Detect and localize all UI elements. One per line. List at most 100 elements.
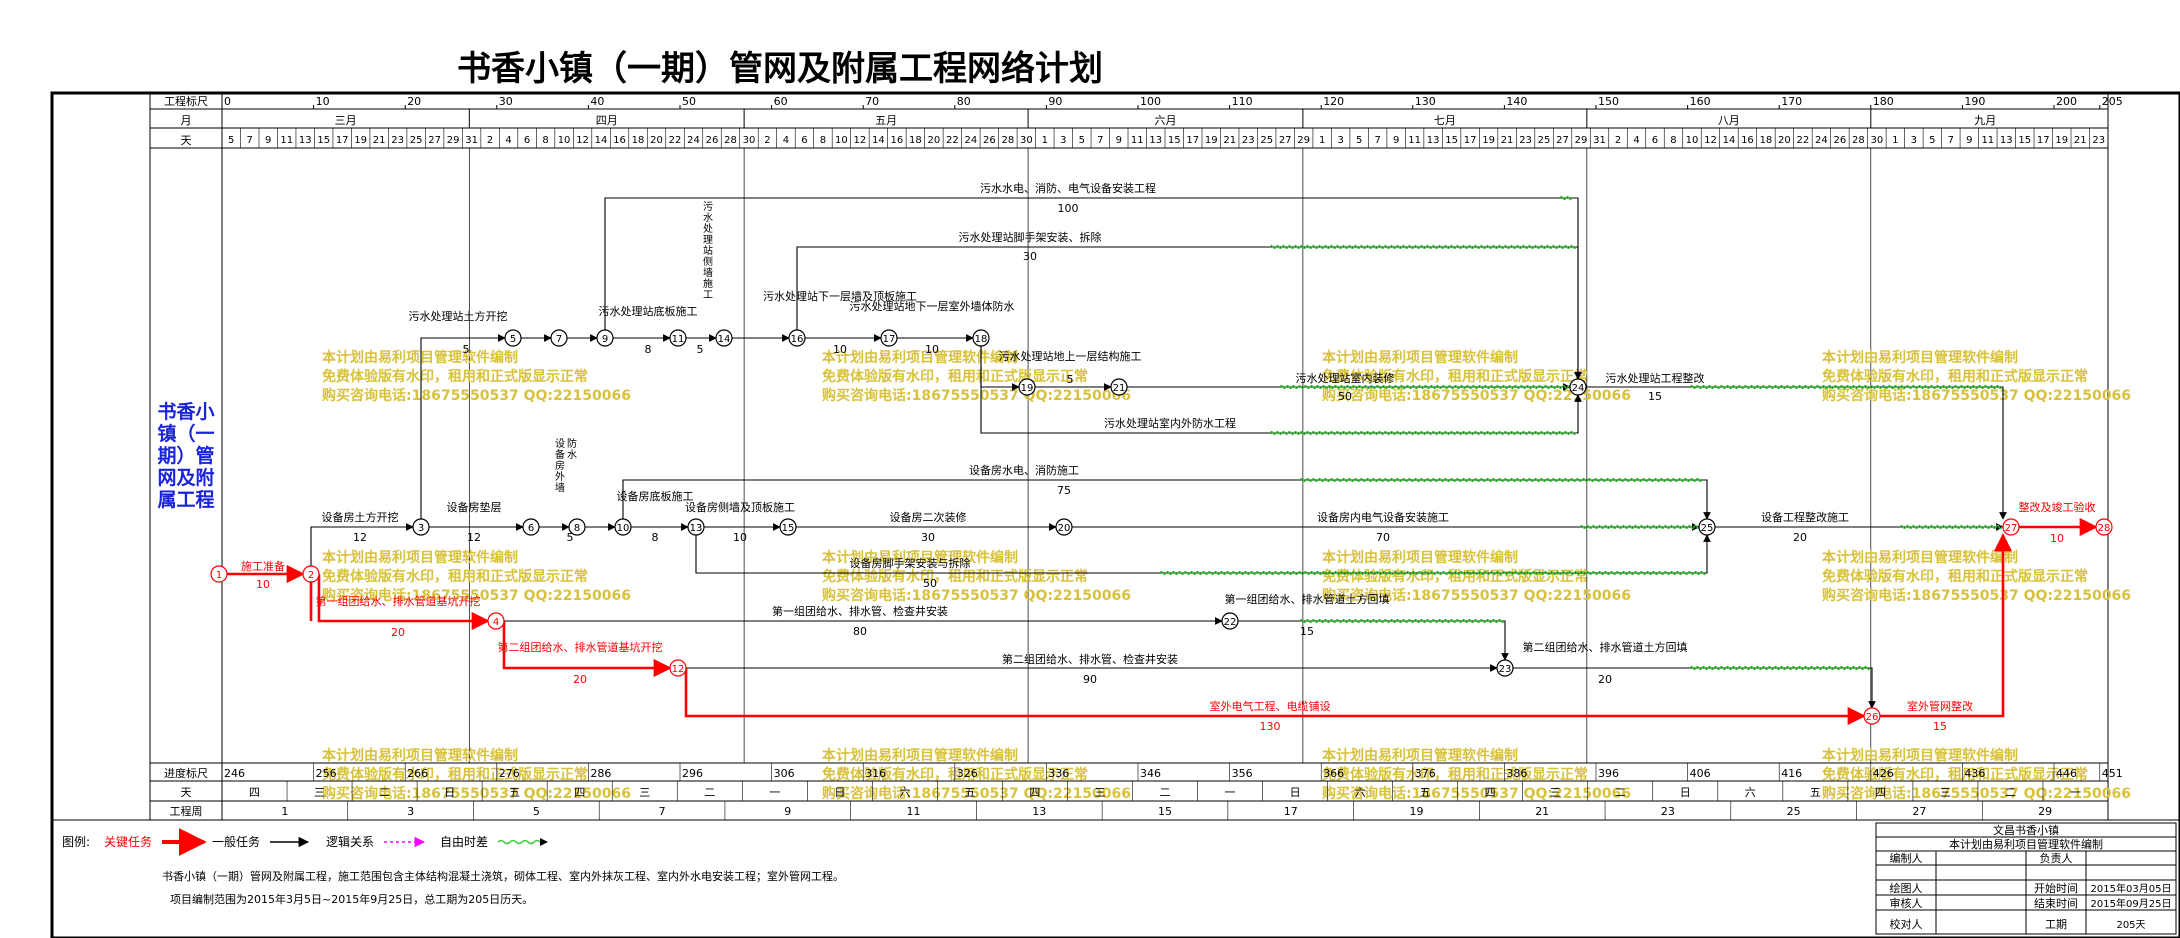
ruler-tick-label: 140 — [1506, 95, 1527, 108]
day-label: 7 — [1948, 135, 1954, 146]
month-label: 九月 — [1974, 114, 1996, 127]
weekday-label: 日 — [1290, 786, 1301, 799]
watermark-text: 本计划由易利项目管理软件编制 — [322, 747, 518, 764]
task-name: 设备房脚手架安装与拆除 — [850, 556, 971, 570]
day-label: 20 — [1778, 135, 1791, 146]
normal-edge — [622, 479, 1711, 520]
progress-tick-label: 386 — [1506, 767, 1527, 780]
ruler-tick-label: 200 — [2056, 95, 2077, 108]
day-label: 9 — [1966, 135, 1972, 146]
info-software: 本计划由易利项目管理软件编制 — [1949, 837, 2103, 851]
task-name: 设备房垫层 — [447, 500, 502, 514]
task-char: 污 — [703, 201, 713, 213]
network-edges — [227, 195, 2098, 726]
weekday-label: 四 — [1029, 786, 1040, 799]
info-company: 文昌书香小镇 — [1993, 823, 2059, 837]
task-duration: 12 — [353, 531, 367, 544]
day-label: 8 — [820, 135, 826, 146]
weekday-label: 二 — [1615, 786, 1626, 799]
critical-edge — [1880, 533, 2013, 718]
task-char: 外 — [555, 471, 565, 483]
ruler-tick-label: 180 — [1873, 95, 1894, 108]
day-label: 9 — [1116, 135, 1122, 146]
day-label: 11 — [1981, 135, 1994, 146]
week-label: 7 — [659, 805, 666, 818]
progress-tick-label: 306 — [774, 767, 795, 780]
week-label: 3 — [407, 805, 414, 818]
task-char: 水 — [703, 212, 713, 224]
day-label: 26 — [1834, 135, 1847, 146]
day-label: 16 — [613, 135, 626, 146]
day-label: 6 — [524, 135, 530, 146]
node-number: 8 — [574, 523, 580, 534]
ruler-tick-label: 90 — [1048, 95, 1062, 108]
watermark-text: 本计划由易利项目管理软件编制 — [1822, 747, 2018, 764]
day-label: 21 — [373, 135, 386, 146]
day-label: 28 — [1852, 135, 1865, 146]
weekday-label: 四 — [1485, 786, 1496, 799]
day-label: 16 — [1741, 135, 1754, 146]
ruler-tick-label: 100 — [1140, 95, 1161, 108]
task-name: 施工准备 — [241, 559, 285, 573]
day-label: 31 — [465, 135, 478, 146]
node-circle — [596, 329, 614, 347]
watermark-text: 免费体验版有水印，租用和正式版显示正常 — [322, 368, 588, 385]
task-name: 第一组团给水、排水管、检查井安装 — [772, 604, 948, 618]
free-float-wave — [1299, 618, 1505, 624]
progress-tick-label: 246 — [224, 767, 245, 780]
progress-tick-label: 276 — [499, 767, 520, 780]
watermark-text: 免费体验版有水印，租用和正式版显示正常 — [1322, 368, 1588, 385]
normal-edge — [420, 334, 506, 519]
task-duration: 5 — [697, 343, 704, 356]
day-label: 25 — [1538, 135, 1551, 146]
node-circle — [669, 659, 687, 677]
task-duration: 50 — [1338, 390, 1352, 403]
info-left-label: 绘图人 — [1890, 881, 1923, 895]
weekday-label: 五 — [964, 786, 975, 799]
day-label: 13 — [299, 135, 312, 146]
day-label: 29 — [1575, 135, 1588, 146]
node-number: 19 — [1021, 383, 1034, 394]
task-name: 污水处理站工程整改 — [1606, 371, 1705, 385]
day-label: 18 — [632, 135, 645, 146]
watermark-text: 本计划由易利项目管理软件编制 — [822, 349, 1018, 366]
ruler-tick-label: 190 — [1964, 95, 1985, 108]
day-label: 28 — [724, 135, 737, 146]
node-number: 15 — [782, 523, 795, 534]
week-label: 15 — [1158, 805, 1172, 818]
watermark-text: 本计划由易利项目管理软件编制 — [822, 747, 1018, 764]
legend-critical-text: 关键任务 — [104, 834, 152, 849]
free-float-wave — [1559, 195, 1573, 201]
watermark-text: 免费体验版有水印，租用和正式版显示正常 — [1822, 766, 2088, 783]
day-label: 5 — [1356, 135, 1362, 146]
free-float-wave — [1269, 244, 1577, 250]
week-label: 13 — [1032, 805, 1046, 818]
day-label: 7 — [247, 135, 253, 146]
normal-edge — [1586, 386, 2007, 520]
task-name: 室外电气工程、电缆铺设 — [1210, 699, 1331, 713]
task-duration: 100 — [1058, 202, 1079, 215]
critical-edge — [502, 621, 672, 678]
task-duration: 10 — [833, 343, 847, 356]
watermark-text: 购买咨询电话:18675550537 QQ:22150066 — [822, 387, 1131, 404]
day-label: 8 — [1670, 135, 1676, 146]
node-number: 10 — [617, 523, 630, 534]
node-circle — [1018, 378, 1036, 396]
chart-title: 书香小镇（一期）管网及附属工程网络计划 — [457, 49, 1103, 89]
day-label: 8 — [542, 135, 548, 146]
watermark-text: 本计划由易利项目管理软件编制 — [822, 549, 1018, 566]
day-label: 3 — [1911, 135, 1917, 146]
month-label: 四月 — [596, 114, 618, 127]
weekday-label: 四 — [1875, 786, 1886, 799]
task-char: 墙 — [555, 481, 565, 494]
node-circle — [1221, 612, 1239, 630]
task-char: 备 — [555, 448, 565, 461]
task-duration: 10 — [925, 343, 939, 356]
day-label: 24 — [1815, 135, 1828, 146]
day-label: 6 — [801, 135, 807, 146]
day-label: 22 — [1797, 135, 1810, 146]
month-label: 五月 — [875, 114, 897, 127]
